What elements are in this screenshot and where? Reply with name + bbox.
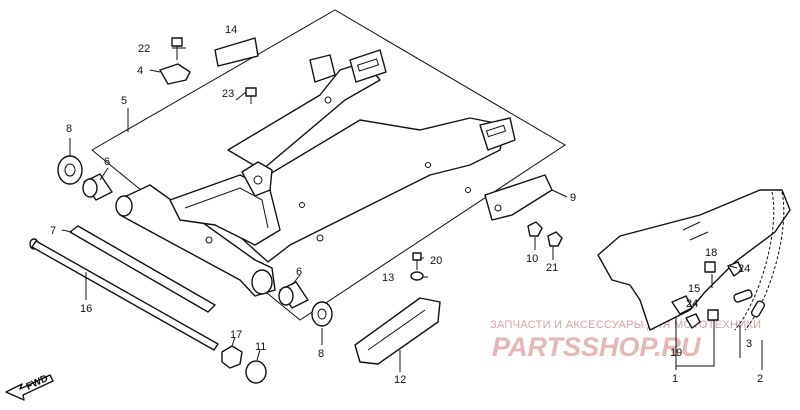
forward-arrow-icon	[5, 374, 54, 401]
part-label-13: 13	[382, 272, 394, 284]
chain-slider-part-12	[354, 297, 441, 365]
cap-part-11	[245, 360, 267, 384]
collar-part-6-lower	[278, 281, 309, 309]
collar-part-6-upper	[82, 173, 113, 201]
drive-chain-part-2	[734, 191, 785, 331]
part-label-16: 16	[80, 303, 92, 315]
part-label-19: 19	[670, 347, 682, 359]
bolt-part-24-upper	[727, 261, 743, 277]
label-sticker-part	[214, 37, 259, 67]
swingarm	[115, 49, 516, 297]
part-label-15: 15	[688, 283, 700, 295]
part-label-10: 10	[526, 253, 538, 265]
pivot-tube-part-7	[69, 225, 216, 313]
part-label-22: 22	[138, 43, 150, 55]
bolt-part-23	[245, 87, 257, 104]
part-label-7: 7	[50, 225, 56, 237]
part-label-21: 21	[546, 262, 558, 274]
part-label-23: 23	[222, 88, 234, 100]
part-label-2: 2	[757, 373, 763, 385]
part-number-labels: 14 22 4 5 23 8 6 7 16 6 8 17 11 12 13 20…	[50, 24, 763, 386]
washer-part-13	[410, 271, 424, 281]
watermark-subtitle: ЗАПЧАСТИ И АКСЕССУАРЫ ДЛЯ МОТОТЕХНИКИ	[490, 319, 761, 331]
master-link-part-3	[750, 300, 766, 318]
watermark: ЗАПЧАСТИ И АКСЕССУАРЫ ДЛЯ МОТОТЕХНИКИ PA…	[490, 319, 761, 362]
part-label-8-upper: 8	[66, 123, 72, 135]
part-label-24-upper: 24	[738, 263, 750, 275]
grommet-part-18	[704, 261, 716, 273]
part-label-24-lower: 24	[686, 298, 698, 310]
leader-lines	[61, 47, 763, 372]
forward-label: FWD	[25, 373, 50, 393]
part-label-14: 14	[225, 24, 237, 36]
pivot-bolt-part-16	[29, 238, 219, 351]
part-label-11: 11	[255, 341, 266, 353]
watermark-brand: PARTSSHOP.RU	[492, 332, 702, 362]
part-label-17: 17	[230, 329, 242, 341]
bolt-part-24-lower	[685, 313, 701, 329]
chain-guide-part-9	[484, 174, 553, 221]
part-label-3: 3	[746, 338, 752, 350]
bolt-part-20	[412, 252, 422, 270]
part-label-8-lower: 8	[318, 348, 324, 360]
chain-case-part-1	[597, 189, 791, 331]
part-label-5: 5	[121, 95, 127, 107]
bearing-part-8-lower	[311, 301, 333, 327]
nut-part-17	[221, 345, 243, 369]
part-label-12: 12	[394, 374, 406, 386]
forward-direction-indicator: FWD	[5, 373, 54, 401]
link-plate-part	[733, 289, 753, 303]
bearing-part-8-upper	[57, 155, 83, 185]
part-label-6-lower: 6	[296, 266, 302, 278]
part-label-9: 9	[570, 192, 576, 204]
clip-part-19	[671, 295, 693, 315]
bolt-part-21	[547, 231, 563, 247]
part-label-4: 4	[137, 65, 143, 77]
clip-part-4	[159, 63, 191, 85]
bolt-part-10	[527, 221, 543, 237]
part-label-1: 1	[672, 373, 678, 385]
part-label-20: 20	[430, 255, 442, 267]
part-label-6-upper: 6	[104, 156, 110, 168]
grommet-part-15	[707, 309, 719, 321]
bolt-part-22	[171, 37, 183, 60]
part-label-18: 18	[705, 247, 717, 259]
